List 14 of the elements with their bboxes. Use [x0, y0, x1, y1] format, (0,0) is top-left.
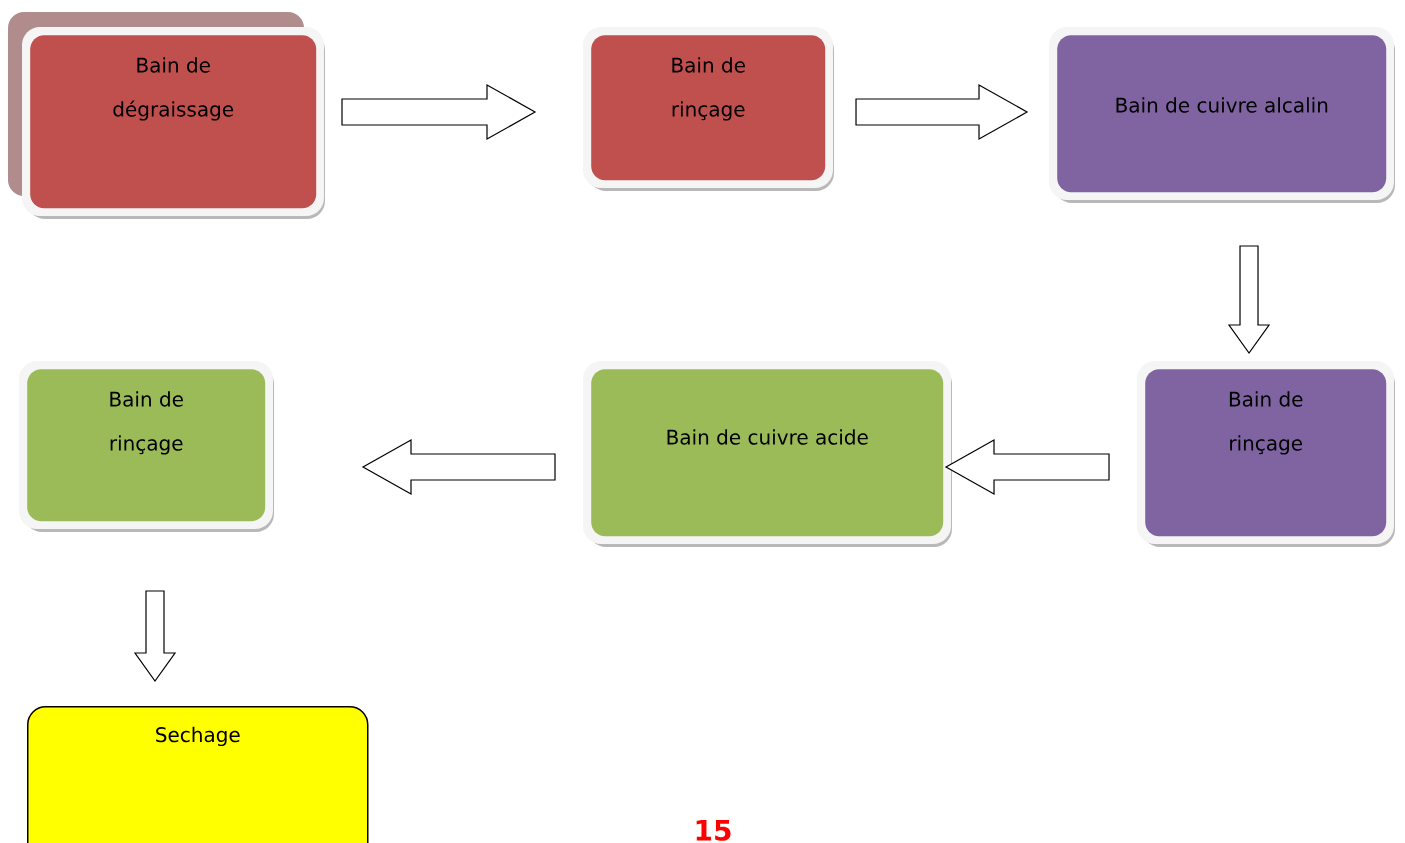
block-arrow [133, 590, 177, 683]
block-arrow [855, 83, 1029, 141]
process-box: Sechage [27, 706, 369, 843]
block-arrow [341, 83, 537, 141]
process-box: Bain de cuivre alcalin [1049, 27, 1395, 203]
process-box: Bain de rinçage [19, 361, 274, 532]
process-box: Bain de rinçage [1137, 361, 1395, 547]
block-arrow [361, 438, 556, 496]
process-box: Bain de cuivre acide [583, 361, 952, 547]
process-box: Bain de dégraissage [22, 27, 325, 219]
block-arrow [944, 438, 1110, 496]
page-number: 15 [696, 820, 731, 841]
process-box: Bain de rinçage [583, 27, 834, 191]
block-arrow [1227, 245, 1271, 355]
